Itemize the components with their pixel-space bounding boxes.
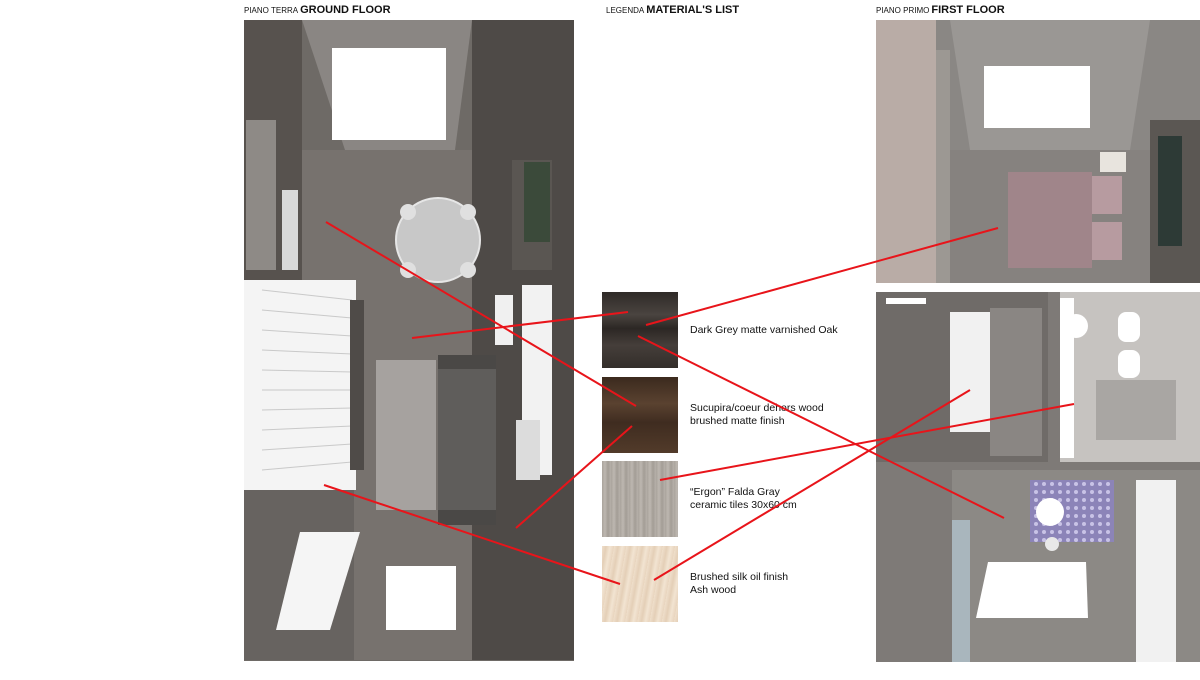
ground-bottom-skylight xyxy=(386,566,456,630)
material-swatch-2 xyxy=(602,377,678,453)
first-bedroom-pillow-1 xyxy=(1092,176,1122,214)
ground-stair-wall xyxy=(350,300,364,470)
first-floor-bedroom-plan xyxy=(876,20,1200,283)
first-stair-light-strip xyxy=(886,298,926,304)
first-bedroom-nightstand xyxy=(1100,152,1126,172)
ground-wall-painting xyxy=(524,162,550,242)
material-list-heading-big: MATERIAL'S LIST xyxy=(646,4,740,16)
first-closet-skylight xyxy=(976,562,1088,618)
first-stair-landing xyxy=(990,308,1042,456)
ground-tv-unit-top xyxy=(495,295,513,345)
material-label-3: “Ergon” Falda Gray ceramic tiles 30x60 c… xyxy=(690,486,797,511)
material-list-heading-small: LEGENDA xyxy=(606,6,645,15)
ground-floor-heading-small: PIANO TERRA xyxy=(244,6,299,15)
first-bedroom-wardrobe xyxy=(876,20,936,283)
ground-chair-2 xyxy=(460,204,476,220)
first-bathroom-bidet xyxy=(1118,350,1140,378)
ground-chair-3 xyxy=(400,262,416,278)
ground-chair-4 xyxy=(460,262,476,278)
first-bedroom-wardrobe-doors xyxy=(936,50,950,283)
ground-tv-unit-low xyxy=(516,420,540,480)
first-closet-pouf xyxy=(1045,537,1059,551)
ground-sofa-arm-bottom xyxy=(438,510,496,525)
first-bathroom-shower xyxy=(1096,380,1176,440)
material-swatch-1 xyxy=(602,292,678,368)
first-bedroom-bed xyxy=(1008,172,1092,268)
first-bathroom-toilet xyxy=(1118,312,1140,342)
first-closet-stool xyxy=(1036,498,1064,526)
first-floor-heading-big: FIRST FLOOR xyxy=(931,4,1005,16)
material-label-1: Dark Grey matte varnished Oak xyxy=(690,324,838,336)
ground-staircase xyxy=(244,280,356,490)
ground-skylight xyxy=(332,48,446,140)
ground-floor-heading-big: GROUND FLOOR xyxy=(300,4,391,16)
first-staircase xyxy=(950,312,990,432)
first-bedroom-skylight xyxy=(984,66,1090,128)
ground-sofa xyxy=(438,355,496,525)
ground-kitchen-counter xyxy=(282,190,298,270)
first-floor-lower-plan xyxy=(876,292,1200,662)
first-closet-glass xyxy=(952,520,970,662)
first-floor-heading-small: PIANO PRIMO xyxy=(876,6,930,15)
material-label-2: Sucupira/coeur dehors wood brushed matte… xyxy=(690,402,824,427)
ground-rug xyxy=(376,360,436,510)
material-swatch-4 xyxy=(602,546,678,622)
first-bathroom-sink xyxy=(1064,314,1088,338)
material-swatch-3 xyxy=(602,461,678,537)
first-bedroom-painting xyxy=(1158,136,1182,246)
ground-left-niche xyxy=(246,120,276,270)
first-bedroom-pillow-2 xyxy=(1092,222,1122,260)
material-label-4: Brushed silk oil finish Ash wood xyxy=(690,571,789,596)
ground-sofa-arm-top xyxy=(438,355,496,369)
ground-chair-1 xyxy=(400,204,416,220)
first-closet-wardrobe xyxy=(1136,480,1176,662)
ground-floor-plan xyxy=(244,20,574,661)
